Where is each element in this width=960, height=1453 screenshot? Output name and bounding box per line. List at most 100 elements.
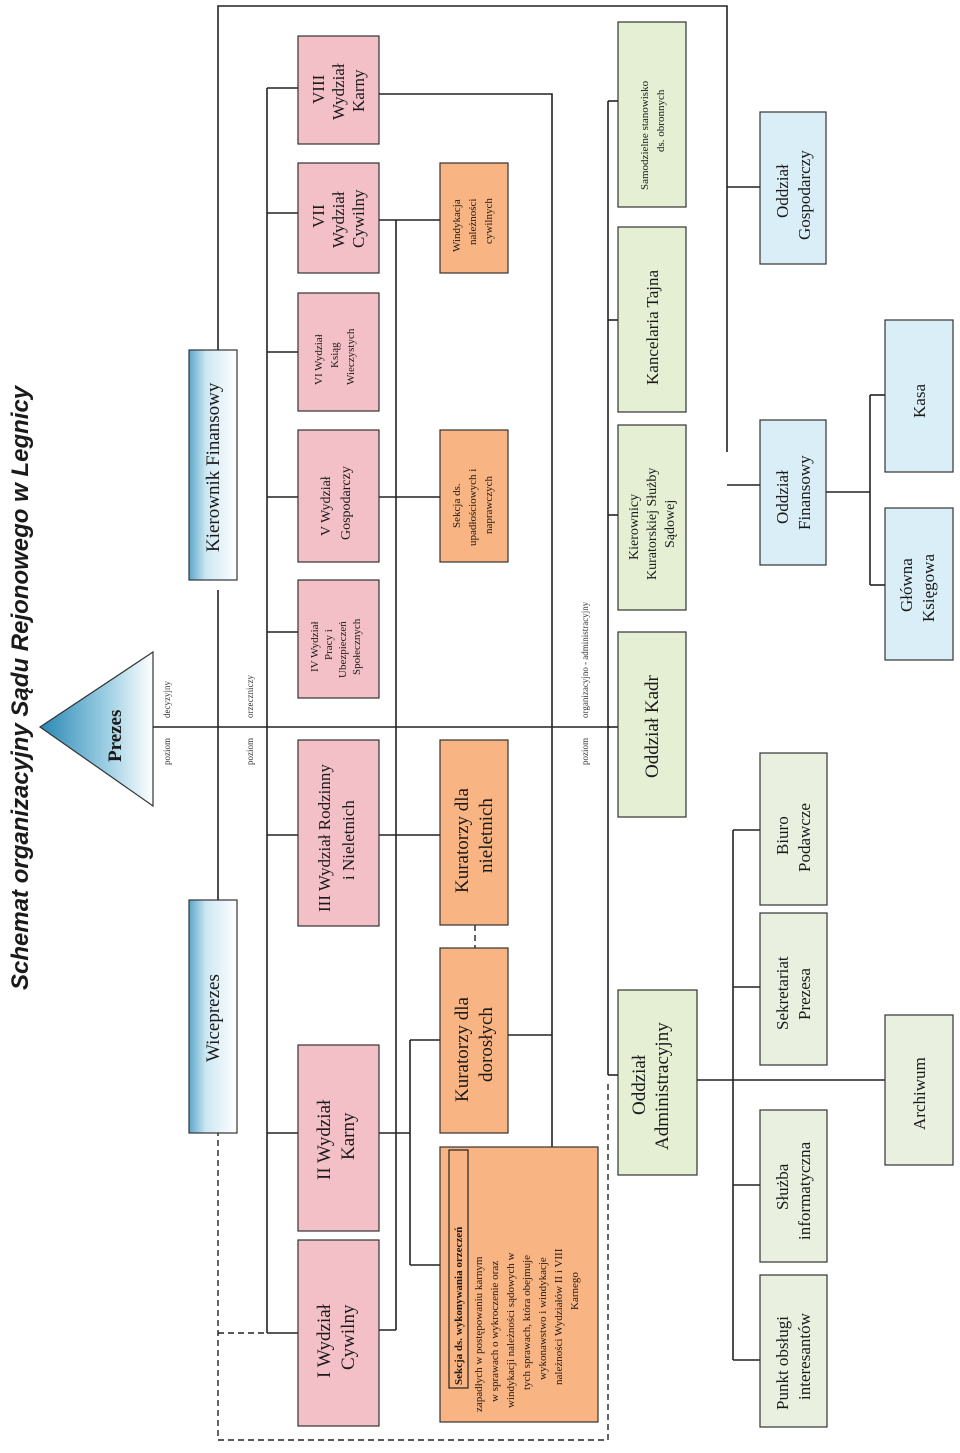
division-5: V Wydział Gospodarczy bbox=[297, 429, 380, 563]
level-judicial-2: orzeczniczy bbox=[245, 675, 255, 718]
glowna-ksiegowa-line2: Księgowa bbox=[919, 554, 938, 622]
division-7-line3: Cywilny bbox=[349, 189, 368, 248]
kancelaria-tajna-label: Kancelaria Tajna bbox=[643, 269, 662, 385]
division-1-line1: I Wydział bbox=[314, 1303, 335, 1378]
kuratorzy-nieletnich-line2: nieletnich bbox=[476, 798, 497, 873]
sekcja-line-2: w sprawach o wykroczenie oraz bbox=[489, 1261, 501, 1402]
division-4-line2: Pracy i bbox=[323, 629, 335, 660]
division-5-line2: Gospodarczy bbox=[339, 466, 354, 540]
division-2-line2: Karny bbox=[338, 1112, 359, 1160]
glowna-ksiegowa: Główna Księgowa bbox=[884, 507, 954, 661]
sekcja-line-5: wykonawstwo i windykacje bbox=[537, 1257, 549, 1380]
level-judicial-1: poziom bbox=[245, 738, 255, 765]
oddzial-administracyjny: Oddział Administracyjny bbox=[617, 989, 698, 1176]
kuratorzy-nieletnich: Kuratorzy dla nieletnich bbox=[439, 739, 509, 926]
wiceprezes-label: Wiceprezes bbox=[203, 974, 224, 1062]
division-6-line1: VI Wydział bbox=[313, 334, 325, 385]
oddzial-kadr-label: Oddział Kadr bbox=[642, 674, 663, 778]
level-decisive-2: decyzyjny bbox=[162, 681, 172, 718]
oddzial-finansowy: Oddział Finansowy bbox=[759, 419, 827, 566]
sekcja-upadlosciowych-line2: upadłościowych i bbox=[467, 469, 479, 546]
oddzial-gospodarczy: Oddział Gospodarczy bbox=[759, 111, 827, 265]
biuro-line1: Biuro bbox=[773, 816, 792, 855]
oddzial-finansowy-line1: Oddział bbox=[773, 470, 792, 524]
kasa: Kasa bbox=[884, 319, 954, 473]
oddzial-administracyjny-line1: Oddział bbox=[629, 1054, 650, 1115]
glowna-ksiegowa-line1: Główna bbox=[897, 558, 916, 612]
sekcja-line-6: należności Wydziałów II i VIII bbox=[553, 1248, 565, 1385]
kuratorzy-doroslych-line1: Kuratorzy dla bbox=[452, 996, 473, 1102]
oddzial-kadr: Oddział Kadr bbox=[617, 631, 687, 818]
sekcja-line-7: Karnego bbox=[569, 1272, 581, 1310]
sekcja-upadlosciowych-line3: naprawczych bbox=[483, 475, 495, 534]
samodzielne-stanowisko: Samodzielne stanowisko ds. obronnych bbox=[617, 21, 687, 208]
wiceprezes-node: Wiceprezes bbox=[188, 899, 238, 1134]
kuratorzy-doroslych-line2: dorosłych bbox=[476, 1007, 497, 1082]
sekcja-wykonywania-title: Sekcja ds. wykonywania orzeczeń bbox=[453, 1227, 465, 1385]
sekcja-upadlosciowych: Sekcja ds. upadłościowych i naprawczych bbox=[439, 429, 509, 563]
punkt-obslugi: Punkt obsługi interesantów bbox=[759, 1274, 828, 1428]
kierownik-finansowy-label: Kierownik Finansowy bbox=[203, 382, 224, 552]
kuratorzy-doroslych: Kuratorzy dla dorosłych bbox=[439, 947, 509, 1134]
division-8-line1: VIII bbox=[309, 74, 328, 104]
windykacja-line2: należności bbox=[467, 199, 479, 245]
division-7: VII Wydział Cywilny bbox=[297, 162, 380, 274]
kierownicy-line3: Sądowej bbox=[663, 500, 678, 548]
windykacja-line1: Windykacja bbox=[451, 199, 463, 252]
archiwum: Archiwum bbox=[884, 1014, 954, 1166]
level-org-1: poziom bbox=[580, 738, 590, 765]
division-4-line3: Ubezpieczeń bbox=[337, 621, 349, 678]
division-1: I Wydział Cywilny bbox=[297, 1239, 380, 1427]
level-decisive-1: poziom bbox=[162, 738, 172, 765]
punkt-obslugi-line1: Punkt obsługi bbox=[773, 1316, 792, 1410]
division-8: VIII Wydział Karny bbox=[297, 35, 380, 145]
sekcja-line-3: windykacji należności sądowych w bbox=[505, 1252, 517, 1408]
sekcja-line-1: zapadłych w postępowaniu karnym bbox=[473, 1256, 485, 1412]
oddzial-gospodarczy-line2: Gospodarczy bbox=[795, 150, 814, 240]
windykacja-line3: cywilnych bbox=[483, 198, 495, 244]
oddzial-gospodarczy-line1: Oddział bbox=[773, 164, 792, 218]
punkt-obslugi-line2: interesantów bbox=[795, 1312, 814, 1400]
division-6-line3: Wieczystych bbox=[345, 328, 357, 385]
division-7-line1: VII bbox=[309, 204, 328, 228]
sluzba-line2: informatyczna bbox=[795, 1141, 814, 1240]
level-labels: poziom decyzyjny poziom orzeczniczy pozi… bbox=[162, 601, 590, 765]
level-org-2: organizacyjno - administracyjny bbox=[580, 601, 590, 718]
sekretariat-line1: Sekretariat bbox=[773, 956, 792, 1030]
sekcja-upadlosciowych-line1: Sekcja ds. bbox=[451, 483, 463, 528]
division-4-line1: IV Wydział bbox=[309, 621, 321, 672]
division-1-line2: Cywilny bbox=[338, 1304, 359, 1370]
division-8-line2: Wydział bbox=[329, 63, 348, 120]
archiwum-label: Archiwum bbox=[910, 1057, 929, 1130]
kierownicy-kuratorskiej: Kierownicy Kuratorskiej Służby Sądowej bbox=[617, 424, 687, 611]
sekretariat-prezesa: Sekretariat Prezesa bbox=[759, 912, 828, 1066]
kierownicy-line1: Kierownicy bbox=[627, 494, 642, 560]
sekcja-line-4: tych sprawach, która obejmuje bbox=[521, 1255, 533, 1390]
kuratorzy-nieletnich-line1: Kuratorzy dla bbox=[452, 787, 473, 893]
division-3-line1: III Wydział Rodzinny bbox=[315, 764, 334, 912]
oddzial-finansowy-line2: Finansowy bbox=[795, 455, 814, 530]
page-title: Schemat organizacyjny Sądu Rejonowego w … bbox=[7, 384, 34, 990]
kasa-label: Kasa bbox=[910, 384, 929, 418]
division-2: II Wydział Karny bbox=[297, 1044, 380, 1232]
division-4-line4: Społecznych bbox=[351, 618, 363, 675]
sekretariat-line2: Prezesa bbox=[795, 968, 814, 1020]
division-3-line2: i Nieletnich bbox=[339, 800, 358, 880]
division-2-line1: II Wydział bbox=[314, 1099, 335, 1180]
windykacja: Windykacja należności cywilnych bbox=[439, 162, 509, 274]
samodzielne-line2: ds. obronnych bbox=[655, 89, 667, 152]
division-8-line3: Karny bbox=[349, 69, 368, 112]
division-4: IV Wydział Pracy i Ubezpieczeń Społeczny… bbox=[297, 579, 380, 699]
biuro-podawcze: Biuro Podawcze bbox=[759, 752, 828, 906]
kierownicy-line2: Kuratorskiej Służby bbox=[645, 468, 660, 580]
division-6-line2: Ksiąg bbox=[329, 342, 341, 368]
sluzba-line1: Służba bbox=[773, 1163, 792, 1210]
prezes-node: Prezes bbox=[38, 650, 154, 808]
division-6: VI Wydział Ksiąg Wieczystych bbox=[297, 292, 380, 412]
sluzba-informatyczna: Służba informatyczna bbox=[759, 1109, 828, 1263]
division-5-line1: V Wydział bbox=[319, 476, 334, 536]
kancelaria-tajna: Kancelaria Tajna bbox=[617, 226, 687, 413]
connector-lines bbox=[150, 5, 885, 1441]
division-3: III Wydział Rodzinny i Nieletnich bbox=[297, 739, 380, 927]
